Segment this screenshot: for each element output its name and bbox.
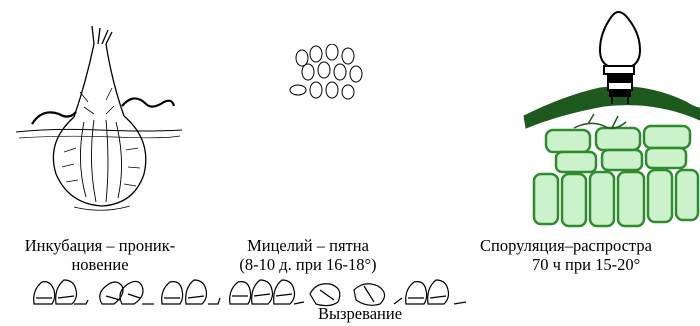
caption-incubation-line2: новение bbox=[0, 255, 200, 274]
caption-incubation-line1: Инкубация – проник- bbox=[0, 236, 200, 255]
sporulation-tissue bbox=[504, 4, 700, 230]
bulb-sketch-svg bbox=[14, 22, 184, 217]
caption-mycelium: Мицелий – пятна (8-10 д. при 16-18°) bbox=[218, 236, 398, 274]
caption-mycelium-line2: (8-10 д. при 16-18°) bbox=[218, 255, 398, 274]
sporulation-tissue-svg bbox=[504, 4, 700, 230]
spore-cluster-svg bbox=[288, 44, 368, 108]
caption-sporulation-line1: Споруляция–распростра bbox=[476, 236, 700, 255]
caption-incubation: Инкубация – проник- новение bbox=[0, 236, 200, 274]
caption-sporulation: Споруляция–распростра 70 ч при 15-20° bbox=[476, 236, 700, 274]
caption-maturation: Вызревание bbox=[300, 304, 420, 323]
bulb-sketch bbox=[14, 22, 184, 217]
caption-sporulation-line2: 70 ч при 15-20° bbox=[476, 255, 700, 274]
caption-mycelium-line1: Мицелий – пятна bbox=[218, 236, 398, 255]
spore-cluster bbox=[288, 44, 368, 108]
